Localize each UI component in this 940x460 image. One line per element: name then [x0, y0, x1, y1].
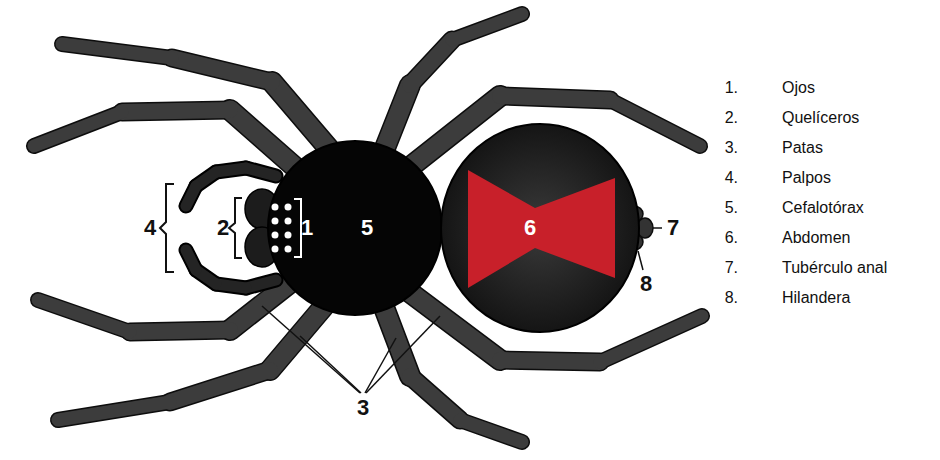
- leg-segment: [600, 316, 702, 362]
- part-name: Quelíceros: [782, 110, 859, 126]
- leg-segment: [460, 420, 522, 442]
- callout-number: 6: [524, 217, 536, 239]
- leg-segment: [172, 58, 272, 82]
- list-number: 7.: [725, 260, 738, 276]
- leg-segment: [34, 112, 122, 146]
- list-number: 1.: [725, 80, 738, 96]
- leg-segment: [385, 85, 410, 148]
- leg-segment: [600, 316, 702, 362]
- part-name: Patas: [782, 140, 823, 156]
- leg-segment: [272, 82, 330, 150]
- cephalothorax: 15: [267, 140, 443, 316]
- leg-segment: [34, 112, 122, 146]
- leg-segment: [58, 402, 170, 420]
- part-name: Abdomen: [782, 230, 851, 246]
- leg-segment: [172, 58, 272, 82]
- callout-number: 8: [640, 273, 652, 295]
- part-name: Palpos: [782, 170, 831, 186]
- leg-segment: [385, 310, 410, 376]
- leg-segment: [410, 376, 460, 420]
- callout-number: 7: [667, 217, 679, 239]
- palp-segment: [186, 250, 196, 270]
- list-number: 3.: [725, 140, 738, 156]
- leg-segment: [410, 376, 460, 420]
- list-number: 8.: [725, 290, 738, 306]
- leg-segment: [130, 330, 230, 332]
- leg-segment: [38, 300, 130, 332]
- palp-segment: [186, 186, 196, 206]
- leg-segment: [272, 82, 330, 150]
- cephalothorax-outline: [267, 140, 443, 316]
- leg-segment: [62, 44, 172, 58]
- leg-segment: [452, 14, 522, 40]
- callout-number: 5: [361, 217, 373, 239]
- leg-segment: [452, 14, 522, 40]
- leg-segment: [122, 110, 230, 112]
- leg-segment: [500, 96, 610, 100]
- leg-segment: [170, 370, 270, 402]
- leg-segment: [500, 360, 600, 362]
- callout-number: 4: [144, 217, 156, 239]
- leg-segment: [58, 402, 170, 420]
- cephalothorax-shape: [268, 141, 442, 315]
- spider-legs: [34, 14, 702, 442]
- leg-segment: [170, 370, 270, 402]
- list-number: 4.: [725, 170, 738, 186]
- leg-segment: [410, 40, 452, 85]
- list-number: 6.: [725, 230, 738, 246]
- leg-segment: [385, 85, 410, 148]
- list-number: 2.: [725, 110, 738, 126]
- part-name: Tubérculo anal: [782, 260, 887, 276]
- leg-segment: [460, 420, 522, 442]
- leg-segment: [38, 300, 130, 332]
- brackets: [160, 184, 242, 272]
- leg-segment: [500, 360, 600, 362]
- abdomen-shape: [441, 124, 639, 332]
- callout-number: 1: [301, 217, 313, 239]
- leg-segment: [130, 330, 230, 332]
- palp-segment: [186, 250, 196, 270]
- abdomen-outline: [440, 123, 640, 333]
- leg-segment: [500, 96, 610, 100]
- leg-segment: [122, 110, 230, 112]
- list-number: 5.: [725, 200, 738, 216]
- part-name: Hilandera: [782, 290, 850, 306]
- leg-segment: [610, 100, 700, 146]
- callout-number: 2: [217, 217, 229, 239]
- leg-segment: [62, 44, 172, 58]
- leg-segment: [610, 100, 700, 146]
- palp-segment: [186, 186, 196, 206]
- abdomen: 6: [440, 123, 640, 333]
- part-name: Cefalotórax: [782, 200, 864, 216]
- callout-number: 3: [357, 397, 369, 419]
- leg-segment: [410, 40, 452, 85]
- leg-segment: [385, 310, 410, 376]
- part-name: Ojos: [782, 80, 815, 96]
